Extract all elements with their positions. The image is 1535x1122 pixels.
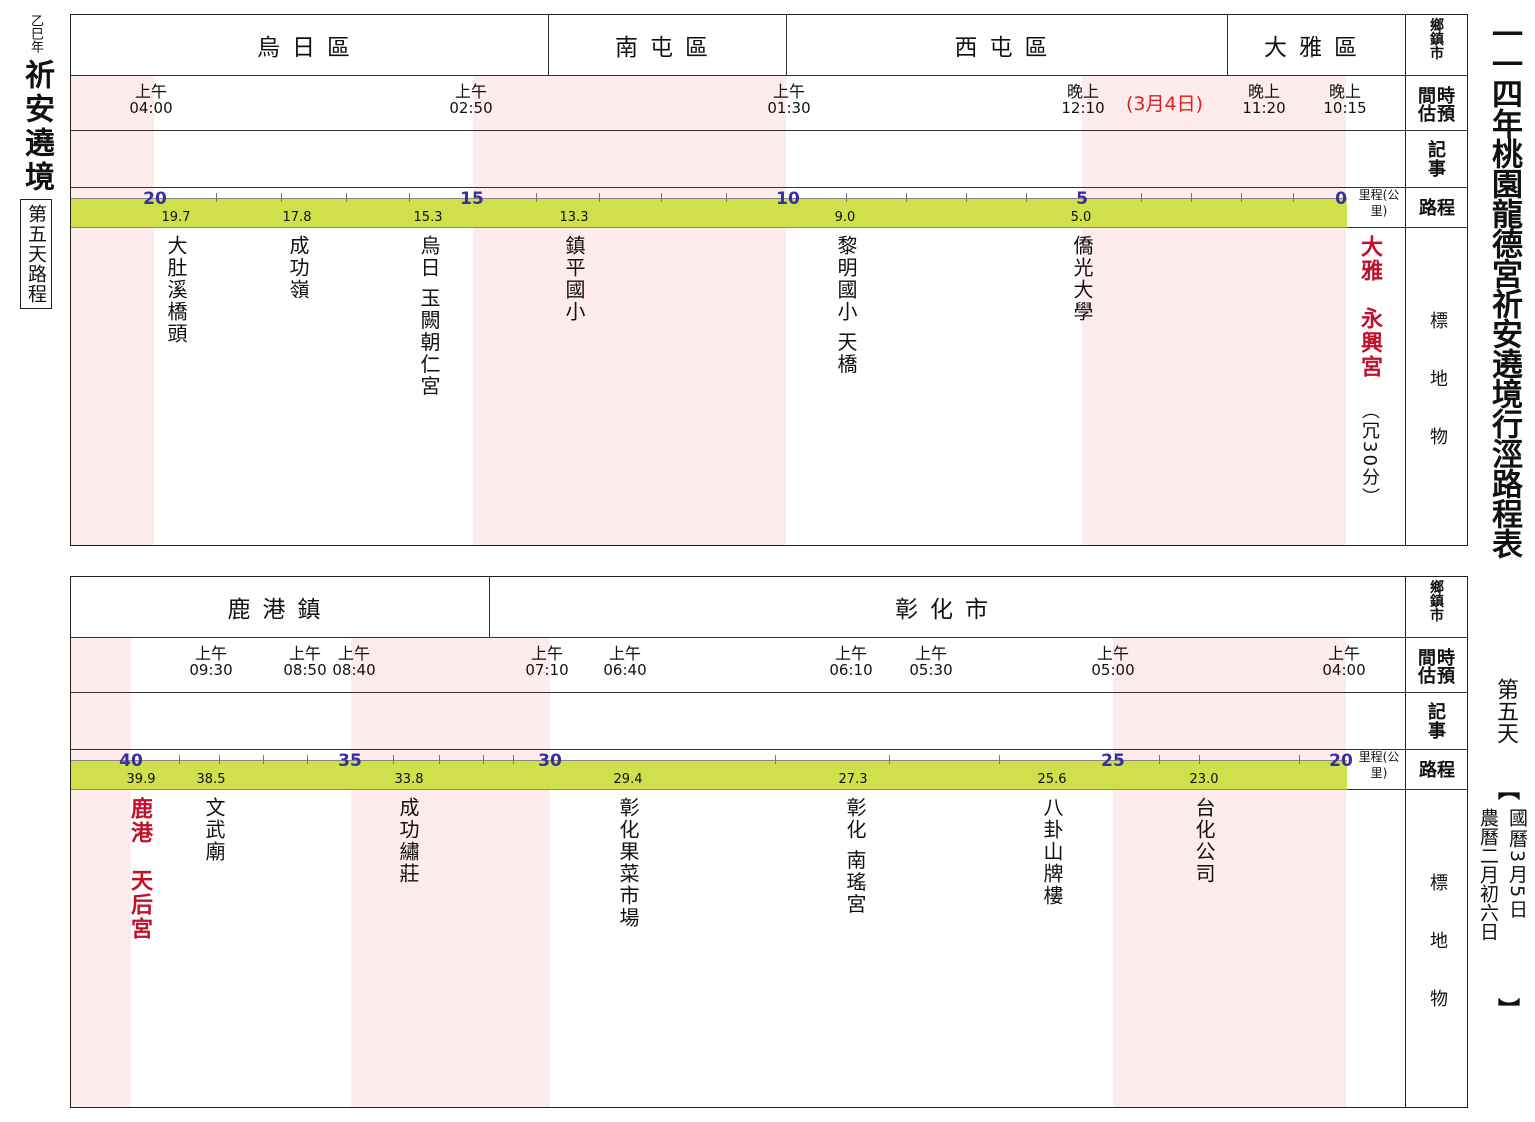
km-value: 38.5 — [196, 772, 226, 787]
label-distance: 路程 — [1419, 760, 1455, 781]
district-daya: 大雅區 — [1228, 15, 1406, 75]
km-mark: 20 — [143, 189, 167, 209]
shade-band — [351, 637, 550, 1107]
date-lunar: 農曆二月初六日 — [1477, 808, 1499, 941]
km-value: 27.3 — [838, 772, 868, 787]
landmark: 僑光大學 — [1070, 235, 1094, 323]
shade-band — [71, 75, 154, 545]
km-value: 33.8 — [394, 772, 424, 787]
label-time: 時預間估 — [1415, 648, 1455, 684]
label-township: 鄉鎮市 — [1430, 18, 1444, 62]
shade-band — [1082, 75, 1346, 545]
shade-band — [71, 637, 131, 1107]
left-title: 祈安遶境 — [19, 59, 54, 195]
label-landmarks: 標地物 — [1427, 311, 1448, 485]
date-note: (3月4日) — [1126, 93, 1204, 115]
km-value: 19.7 — [161, 210, 191, 225]
km-mark: 15 — [460, 189, 484, 209]
landmark: 文武廟 — [202, 797, 226, 863]
start-note: （冗30分） — [1359, 401, 1380, 508]
right-day: 第五天 — [1493, 678, 1518, 744]
km-value: 9.0 — [834, 210, 856, 225]
km-mark: 0 — [1335, 189, 1347, 209]
km-mark: 10 — [776, 189, 800, 209]
start-temple: 永興宮 — [1357, 307, 1382, 379]
district-xitun: 西屯區 — [787, 15, 1228, 75]
district-lugang: 鹿港鎮 — [71, 577, 490, 637]
district-changhua: 彰化市 — [490, 577, 1406, 637]
label-landmarks: 標地物 — [1427, 873, 1448, 1047]
district-nantun: 南屯區 — [549, 15, 787, 75]
km-unit: 里程(公里) — [1358, 750, 1400, 780]
distance-bar — [71, 198, 1347, 228]
landmark: 大肚溪橋頭 — [164, 235, 188, 345]
km-value: 29.4 — [613, 772, 643, 787]
start-place: 大雅 — [1357, 235, 1382, 283]
shade-band — [473, 75, 786, 545]
day-box: 第五天路程 — [20, 199, 52, 309]
landmark: 彰化 南瑤宮 — [843, 797, 867, 916]
date-national: 國曆3月5日 — [1506, 808, 1528, 921]
km-mark: 30 — [538, 751, 562, 771]
km-value: 25.6 — [1037, 772, 1067, 787]
label-notes: 記事 — [1428, 140, 1446, 180]
km-mark: 5 — [1076, 189, 1088, 209]
right-title: 一一四年桃園龍德宮祈安遶境行涇路程表 — [1486, 18, 1522, 558]
landmark: 鎮平國小 — [562, 235, 586, 323]
km-value: 5.0 — [1070, 210, 1092, 225]
km-mark: 35 — [338, 751, 362, 771]
year-label: 乙巳年 — [28, 14, 43, 53]
end-temple: 天后宮 — [127, 869, 152, 941]
landmark: 台化公司 — [1192, 797, 1216, 885]
km-mark: 40 — [119, 751, 143, 771]
landmark: 彰化果菜市場 — [616, 797, 640, 929]
shade-band — [1113, 637, 1346, 1107]
left-header: 乙巳年 祈安遶境 第五天路程 — [14, 14, 60, 309]
landmark: 成功繡莊 — [396, 797, 420, 885]
bracket-close: 】 — [1494, 998, 1519, 1020]
district-wuri: 烏日區 — [71, 15, 549, 75]
landmark: 成功嶺 — [286, 235, 310, 301]
km-mark: 20 — [1329, 751, 1353, 771]
km-mark: 25 — [1101, 751, 1125, 771]
km-value: 17.8 — [282, 210, 312, 225]
label-column: 鄉鎮市 時預間估 記事 路程 標地物 — [1405, 15, 1467, 545]
label-distance: 路程 — [1419, 198, 1455, 219]
right-header: 一一四年桃園龍德宮祈安遶境行涇路程表 第五天 【 國曆3月5日 農曆二月初六日 … — [1476, 18, 1534, 1113]
label-column: 鄉鎮市 時預間估 記事 路程 標地物 — [1405, 577, 1467, 1107]
km-value: 39.9 — [126, 772, 156, 787]
bracket-open: 【 — [1494, 778, 1519, 800]
km-value: 15.3 — [413, 210, 443, 225]
distance-bar — [71, 760, 1347, 790]
label-notes: 記事 — [1428, 702, 1446, 742]
km-unit: 里程(公里) — [1358, 188, 1400, 218]
landmark: 烏日 玉闕朝仁宮 — [417, 235, 441, 398]
km-value: 23.0 — [1189, 772, 1219, 787]
km-value: 13.3 — [559, 210, 589, 225]
label-township: 鄉鎮市 — [1430, 580, 1444, 624]
label-time: 時預間估 — [1415, 86, 1455, 122]
landmark: 八卦山牌樓 — [1040, 797, 1064, 907]
landmark: 黎明國小 天橋 — [834, 235, 858, 376]
end-place: 鹿港 — [127, 797, 152, 845]
